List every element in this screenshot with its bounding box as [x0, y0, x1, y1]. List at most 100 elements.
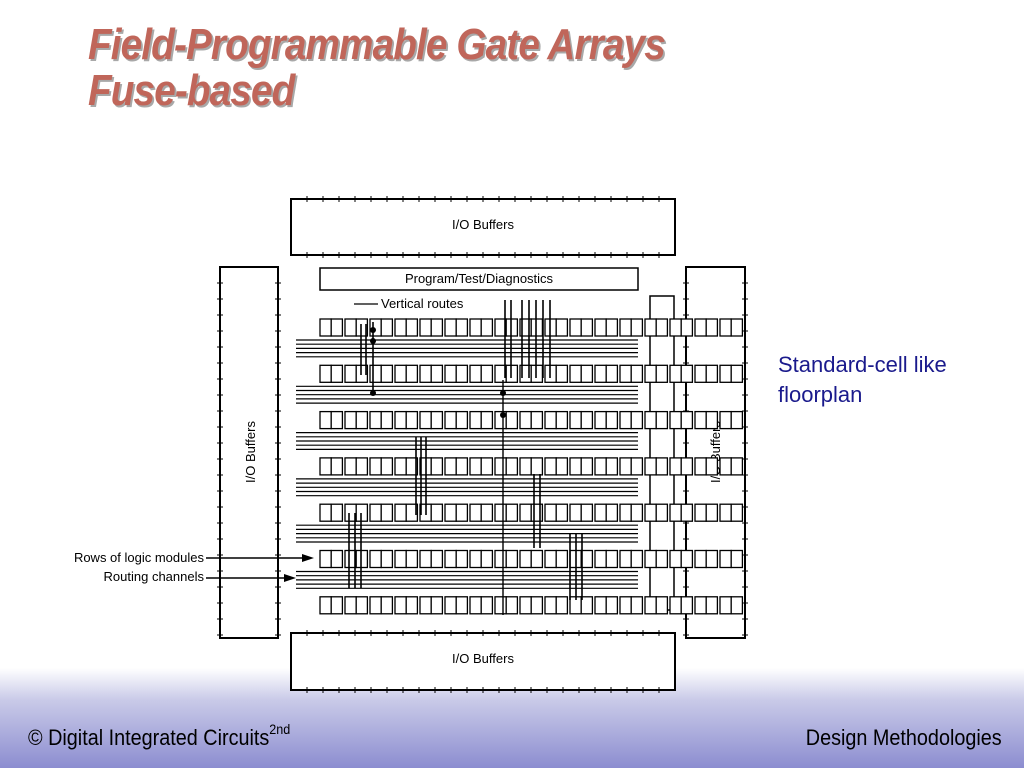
logic-module [480, 318, 494, 337]
logic-module [530, 364, 544, 383]
logic-module [369, 457, 382, 476]
logic-module [605, 457, 619, 476]
logic-module [319, 596, 332, 615]
logic-module [530, 318, 544, 337]
logic-module [419, 318, 432, 337]
logic-module [330, 410, 344, 430]
logic-module [480, 596, 494, 615]
routing-channels-label: Routing channels [104, 569, 205, 584]
logic-module [619, 596, 632, 615]
logic-module [480, 549, 494, 569]
logic-module [494, 457, 507, 476]
io-buffers-top [290, 198, 676, 256]
logic-module-row [319, 318, 744, 337]
logic-module-row [319, 503, 744, 522]
fuse-dot [370, 327, 376, 333]
logic-module [594, 364, 607, 383]
fuse-dot [370, 338, 376, 344]
logic-module [694, 318, 707, 337]
logic-module [355, 457, 369, 476]
fuse-dot [500, 412, 506, 418]
logic-module [444, 596, 457, 615]
logic-module [705, 410, 719, 430]
io-buffers-left [219, 266, 279, 639]
logic-module [669, 364, 682, 383]
program-test-diagnostics-block [319, 267, 639, 291]
logic-module [669, 503, 682, 522]
slide-title: Field-Programmable Gate Arrays Fuse-base… [88, 21, 666, 116]
logic-module [380, 503, 394, 522]
logic-module [505, 318, 519, 337]
logic-module [544, 503, 557, 522]
footer-copyright-text: © Digital Integrated Circuits [28, 725, 270, 750]
logic-module [444, 549, 457, 569]
logic-module [505, 503, 519, 522]
logic-module [530, 457, 544, 476]
logic-module [455, 410, 469, 430]
logic-module [344, 457, 357, 476]
logic-module [605, 318, 619, 337]
io-buffers-top-label: I/O Buffers [452, 217, 514, 232]
logic-module [605, 410, 619, 430]
side-note: Standard-cell like floorplan [778, 350, 947, 409]
logic-module [680, 503, 694, 522]
logic-module [594, 410, 607, 430]
logic-module [480, 457, 494, 476]
logic-module [469, 457, 482, 476]
logic-module [569, 503, 582, 522]
logic-module [380, 596, 394, 615]
logic-module [705, 318, 719, 337]
logic-module [319, 457, 332, 476]
routing-channel [296, 478, 638, 497]
logic-module [705, 549, 719, 569]
logic-module [680, 410, 694, 430]
logic-module [455, 596, 469, 615]
logic-module [369, 410, 382, 430]
logic-module [330, 364, 344, 383]
logic-module [530, 410, 544, 430]
logic-module [369, 549, 382, 569]
logic-module [369, 503, 382, 522]
logic-module [630, 318, 644, 337]
logic-module [694, 410, 707, 430]
logic-module [619, 549, 632, 569]
logic-module [480, 364, 494, 383]
logic-module [394, 318, 407, 337]
logic-module [469, 549, 482, 569]
logic-module [394, 410, 407, 430]
logic-module [669, 318, 682, 337]
logic-module [455, 549, 469, 569]
logic-module [380, 549, 394, 569]
logic-module [719, 596, 732, 615]
logic-module [644, 364, 657, 383]
logic-module [330, 596, 344, 615]
logic-module [519, 457, 532, 476]
logic-module [569, 457, 582, 476]
logic-module [319, 364, 332, 383]
logic-module [630, 549, 644, 569]
logic-module [605, 364, 619, 383]
routing-channel [296, 339, 638, 358]
logic-module [555, 410, 569, 430]
logic-module [544, 457, 557, 476]
logic-module [319, 503, 332, 522]
logic-module [544, 596, 557, 615]
rows-of-logic-modules-arrowhead [302, 554, 314, 562]
logic-module [394, 364, 407, 383]
logic-module [644, 457, 657, 476]
logic-module [619, 364, 632, 383]
logic-module [655, 457, 669, 476]
fuse-dot [500, 390, 506, 396]
routing-channel [296, 385, 638, 404]
logic-module [555, 318, 569, 337]
logic-module [344, 596, 357, 615]
logic-module [730, 596, 744, 615]
logic-module [680, 549, 694, 569]
logic-module-row [319, 596, 744, 615]
logic-module [594, 503, 607, 522]
logic-module [455, 457, 469, 476]
logic-module [655, 549, 669, 569]
slide-title-line2: Fuse-based [88, 66, 295, 116]
logic-module [719, 503, 732, 522]
logic-module [344, 410, 357, 430]
